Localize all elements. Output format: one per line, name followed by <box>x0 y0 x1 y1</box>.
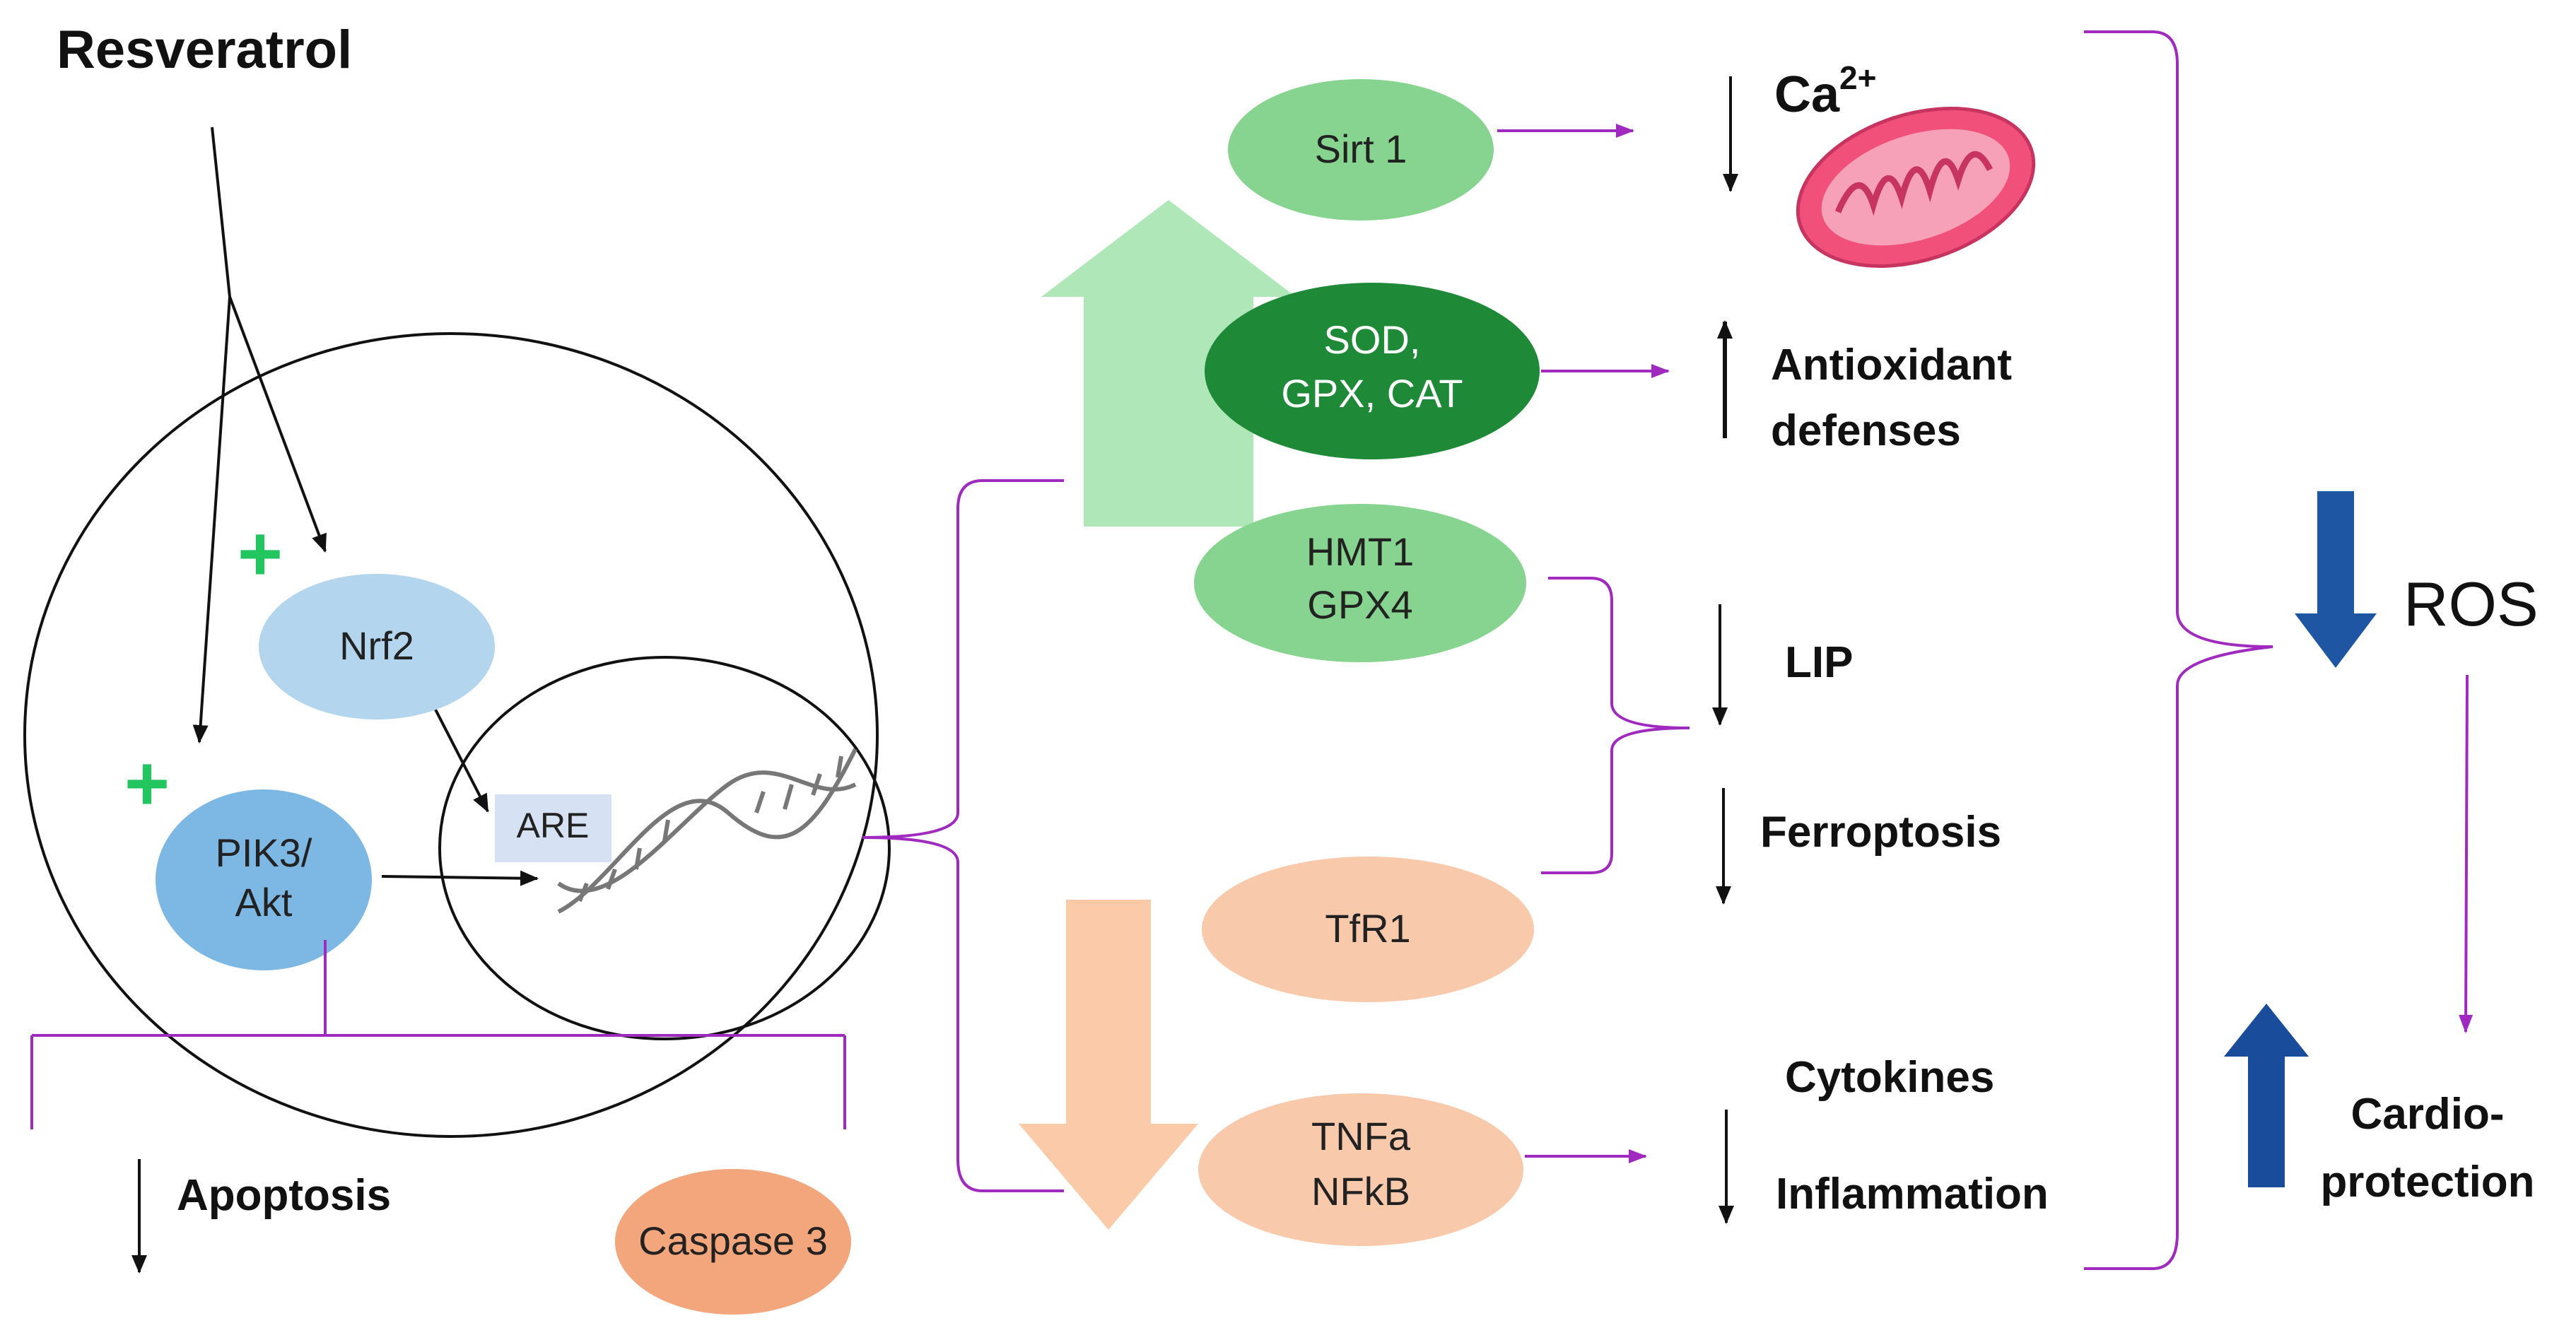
are-box: ARE <box>495 794 611 862</box>
node-hmt1-gpx4: HMT1 GPX4 <box>1194 504 1526 662</box>
lip-label: LIP <box>1785 638 1853 687</box>
apoptosis-label: Apoptosis <box>177 1171 391 1220</box>
node-tnfa-nfkb: TNFa NFkB <box>1198 1093 1523 1246</box>
node-tfr1-label: TfR1 <box>1325 906 1410 951</box>
node-nrf2: Nrf2 <box>259 574 495 719</box>
node-sod-label-2: GPX, CAT <box>1281 371 1463 416</box>
plus-sign-nrf2: + <box>238 510 283 597</box>
up-regulation-arrow <box>1041 200 1296 527</box>
antioxidant-label-1: Antioxidant <box>1771 341 2012 389</box>
cardio-label-1: Cardio- <box>2351 1090 2505 1139</box>
cardio-label-2: protection <box>2320 1158 2534 1206</box>
node-pik3-akt: PIK3/ Akt <box>156 789 372 970</box>
node-pik3-label-1: PIK3/ <box>216 830 312 875</box>
ros-down-arrow <box>2295 491 2377 668</box>
antioxidant-label-2: defenses <box>1771 406 1961 455</box>
node-tnf-label-2: NFkB <box>1311 1169 1410 1213</box>
ca-label: Ca2+ <box>1774 59 1877 123</box>
node-caspase-label: Caspase 3 <box>638 1218 828 1263</box>
ca-base: Ca <box>1774 66 1840 123</box>
iron-brace <box>1541 577 1690 874</box>
cardio-up-arrow <box>2224 1004 2309 1187</box>
node-hmt-label-1: HMT1 <box>1306 529 1414 574</box>
node-hmt-label-2: GPX4 <box>1307 582 1412 627</box>
ferroptosis-label: Ferroptosis <box>1760 808 2001 857</box>
nucleus <box>438 656 891 1040</box>
mitochondrion-icon <box>1796 107 2036 268</box>
down-regulation-arrow <box>1019 900 1198 1230</box>
plus-sign-pik3: + <box>124 740 170 827</box>
dna-icon <box>557 748 857 914</box>
node-sod-label-1: SOD, <box>1324 317 1421 362</box>
node-tfr1: TfR1 <box>1202 857 1534 1002</box>
ros-to-cardio-arrow <box>2459 674 2473 1033</box>
node-nrf2-label: Nrf2 <box>339 623 414 668</box>
cytokines-label: Cytokines <box>1785 1053 1994 1102</box>
inflammation-label: Inflammation <box>1776 1170 2049 1218</box>
node-tnf-label-1: TNFa <box>1311 1114 1411 1158</box>
resveratrol-arrows <box>192 127 539 886</box>
cell-membrane <box>23 332 879 1138</box>
node-pik3-label-2: Akt <box>235 880 293 924</box>
node-sirt1: Sirt 1 <box>1228 79 1494 221</box>
are-label: ARE <box>517 806 590 845</box>
ros-label: ROS <box>2404 569 2539 639</box>
ca-superscript: 2+ <box>1839 59 1876 96</box>
node-sod-gpx-cat: SOD, GPX, CAT <box>1205 283 1540 459</box>
outcomes-brace <box>2084 30 2273 1270</box>
title-resveratrol: Resveratrol <box>57 20 352 80</box>
apoptosis-bracket <box>30 940 846 1129</box>
node-caspase-3: Caspase 3 <box>615 1169 851 1315</box>
nucleus-brace <box>862 479 1064 1192</box>
node-sirt1-label: Sirt 1 <box>1315 127 1407 171</box>
